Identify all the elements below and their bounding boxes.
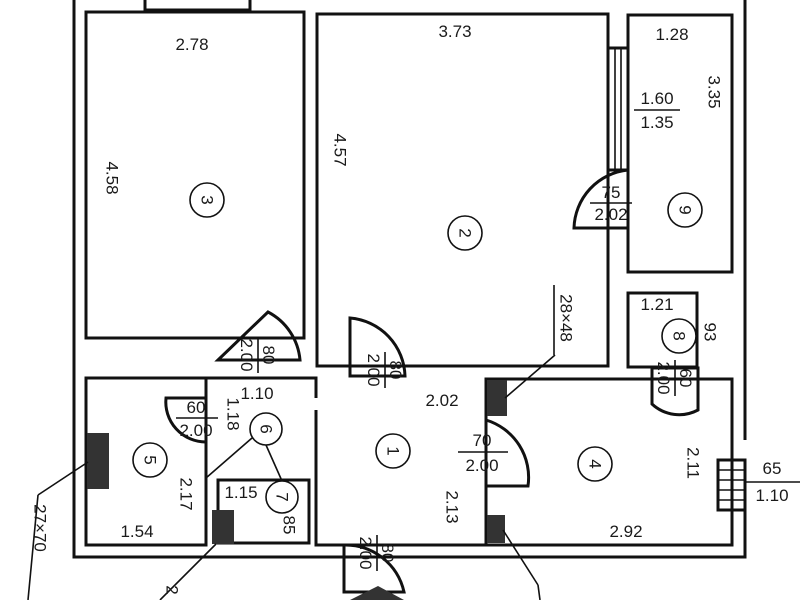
room-1-length: 2.13 [443,490,462,523]
door-room2-label: 80 2.00 [364,352,405,388]
room-marker-6: 6 [249,412,283,446]
door-room3-label: 80 2.00 [237,337,278,373]
door-room9-label: 75 2.02 [590,183,632,224]
room-9-outline [626,13,734,274]
door-room2-width: 80 [386,361,405,380]
door-room2-swing [348,316,407,378]
room-number-4: 4 [586,459,605,468]
room-marker-5: 5 [132,442,168,478]
room-9-width: 1.28 [655,25,688,44]
room-2-width: 3.73 [438,22,471,41]
room-marker-9: 9 [667,192,703,228]
room-number-8: 8 [670,331,689,340]
duct-room4-size: 28×48 [557,294,576,342]
door-room6-swing [164,396,208,444]
room-5-outline [84,376,208,547]
room-marker-1: 1 [375,433,411,469]
room-4-length: 2.11 [684,447,703,479]
room-marker-3: 3 [189,182,225,218]
room-marker-8: 8 [661,318,697,354]
duct-room7-size: 2 [163,585,182,594]
room-number-3: 3 [198,195,217,204]
duct-bottom-block [350,586,404,600]
room-marker-4: 4 [577,446,613,482]
window-room4-height: 1.10 [755,486,788,505]
room-8-length: 93 [701,323,720,342]
room-number-9: 9 [676,205,695,214]
window-room9-width: 1.60 [640,89,673,108]
window-room9-height: 1.35 [640,113,673,132]
door-room4-height: 2.00 [465,456,498,475]
door-room2-height: 2.00 [364,353,383,386]
window-room4-width: 65 [763,459,782,478]
window-room4-label: 65 1.10 [755,459,788,505]
room-6-width: 1.10 [240,384,273,403]
duct-labels: 28×48 27×70 2 [31,294,576,595]
room-3-length: 4.58 [103,161,122,194]
window-room4-mark [716,458,800,512]
room-4-width: 2.92 [609,522,642,541]
room-7-width: 1.15 [224,483,257,502]
room-marker-7: 7 [265,480,299,514]
room-number-1: 1 [384,446,403,455]
door-room9-width: 75 [602,183,621,202]
door-room3-height: 2.00 [237,338,256,371]
door-room8-swing [650,366,700,417]
room-2-length: 4.57 [331,133,350,166]
room-6-outline [206,376,318,398]
door-room8-width: 60 [676,369,695,388]
room-number-5: 5 [141,455,160,464]
door-room6-width: 60 [187,398,206,417]
room-3-outline [84,10,306,340]
ducts [27,285,556,600]
duct-room4b-block [487,515,505,543]
door-entrance-height: 2.00 [356,536,375,569]
door-room6-label: 60 2.00 [176,398,218,440]
room-number-2: 2 [456,228,475,237]
room-9-length: 3.35 [705,75,724,108]
door-labels: 80 2.00 80 2.00 75 2.02 60 2.00 60 2.00 … [176,183,695,571]
room-3-width: 2.78 [175,35,208,54]
window-room9-label: 1.60 1.35 [634,89,680,132]
door-swings [164,168,700,594]
door-room8-height: 2.00 [654,361,673,394]
room-marker-2: 2 [447,215,483,251]
duct-room5-size: 27×70 [31,504,50,552]
window-room9-mark [606,46,630,172]
window-labels: 1.60 1.35 65 1.10 [634,89,789,505]
door-room3-width: 80 [259,346,278,365]
door-room4-label: 70 2.00 [458,431,508,475]
door-entrance-width: 80 [378,544,397,563]
duct-room7-block [212,510,234,544]
room-number-7: 7 [273,492,292,501]
duct-room5-block [87,433,109,489]
room-dimensions: 2.78 4.58 3.73 4.57 1.28 3.35 1.21 93 2.… [103,22,724,541]
door-room9-height: 2.02 [594,205,627,224]
room-1-width: 2.02 [425,391,458,410]
room-5-length: 2.17 [177,477,196,510]
door-entrance-label: 80 2.00 [356,535,397,571]
room-1-walls [314,410,486,547]
room-outlines [84,10,734,547]
room-6-length: 1.18 [224,397,243,430]
duct-room4-block [487,380,507,416]
room-5-width: 1.54 [120,522,153,541]
door-room3-swing [214,310,302,362]
outer-walls [72,0,747,559]
door-room4-width: 70 [473,431,492,450]
door-room4-swing [484,417,531,488]
door-room8-label: 60 2.00 [654,360,695,396]
room-7-length: 85 [280,516,299,535]
room-number-6: 6 [257,424,276,433]
room-markers: 3 2 9 8 1 4 5 6 [132,182,703,514]
room-8-width: 1.21 [640,295,673,314]
room-2-outline [315,12,610,368]
door-room6-height: 2.00 [179,421,212,440]
door-entrance-swing [342,543,406,594]
